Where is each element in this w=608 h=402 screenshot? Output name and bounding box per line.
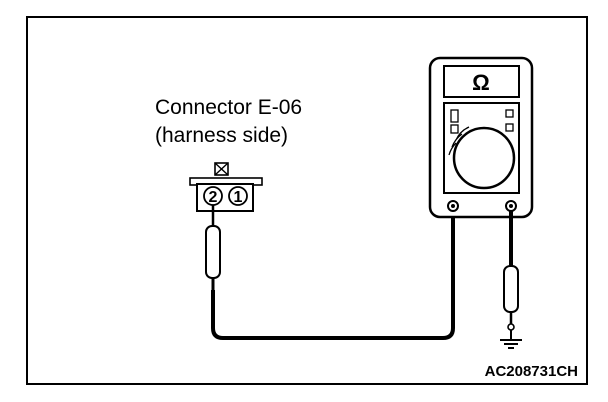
connector-side-label: (harness side) bbox=[155, 124, 288, 147]
ground-symbol-icon bbox=[500, 339, 522, 349]
test-probe-connector bbox=[205, 205, 221, 290]
test-lead-wire bbox=[211, 210, 455, 340]
pin-1-label: 1 bbox=[234, 189, 243, 206]
pin-2-label: 2 bbox=[209, 189, 218, 206]
test-probe-ground bbox=[503, 211, 519, 340]
ohm-symbol-icon: Ω bbox=[472, 70, 490, 95]
range-dial-knob bbox=[452, 126, 516, 190]
figure-code: AC208731CH bbox=[485, 363, 578, 380]
figure-border bbox=[26, 16, 588, 385]
pin-1-terminal bbox=[228, 186, 248, 206]
meter-button-icon bbox=[505, 109, 514, 118]
meter-indicator-icon bbox=[450, 124, 459, 134]
meter-switch-icon bbox=[450, 109, 459, 123]
meter-button-icon bbox=[505, 123, 514, 132]
connector-name-label: Connector E-06 bbox=[155, 96, 302, 119]
meter-display bbox=[443, 65, 520, 98]
dial-scale-marks bbox=[448, 126, 470, 156]
connector-e06: 2 1 bbox=[189, 162, 263, 212]
ohmmeter: Ω bbox=[428, 56, 534, 219]
